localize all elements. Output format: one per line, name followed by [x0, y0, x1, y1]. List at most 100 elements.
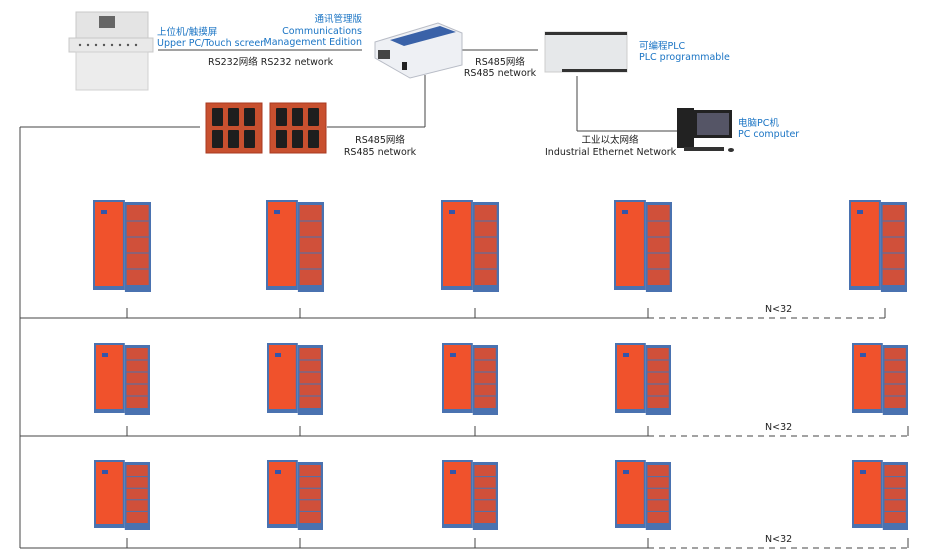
meter-panel-icon	[205, 102, 263, 154]
cabinet-door	[854, 345, 881, 409]
cabinet-logo	[102, 470, 108, 474]
cabinet-logo	[450, 353, 456, 357]
pc-keyboard	[684, 147, 724, 151]
rectifier-cabinet-icon	[615, 343, 671, 415]
cabinet-vent	[647, 205, 670, 285]
cabinet-door	[95, 202, 123, 286]
rs485-top-label-cn: RS485网络	[475, 57, 525, 68]
console-base	[75, 51, 149, 91]
ethernet-label-cn: 工业以太网络	[581, 135, 639, 146]
cabinet-door	[617, 462, 644, 524]
rectifier-cabinet-icon	[266, 200, 324, 292]
rectifier-cabinet-icon	[94, 460, 150, 530]
rectifier-cabinet-icon	[442, 343, 498, 415]
cabinet-vent	[474, 465, 496, 523]
cabinet-logo	[101, 210, 107, 214]
rs485-mid-label-en: RS485 network	[343, 147, 417, 158]
cabinet-vent	[474, 348, 496, 408]
meter-unit	[244, 108, 255, 126]
rectifier-cabinet-icon	[442, 460, 498, 530]
cabinet-vent	[474, 205, 497, 285]
rectifier-cabinet-icon	[852, 460, 908, 530]
ethernet-label-en: Industrial Ethernet Network	[545, 147, 677, 158]
upper-pc-label-en: Upper PC/Touch screen	[157, 38, 267, 49]
cabinet-logo	[274, 210, 280, 214]
console-button	[78, 43, 82, 47]
cabinet-logo	[450, 470, 456, 474]
console-button	[86, 43, 90, 47]
cabinet-logo	[857, 210, 863, 214]
rs485-mid-label-cn: RS485网络	[355, 135, 405, 146]
pc-label-en: PC computer	[738, 129, 800, 140]
plc-icon	[544, 31, 628, 73]
plc-top-terminal	[545, 32, 627, 35]
pc-computer-icon	[677, 108, 734, 152]
rectifier-cabinet-icon	[441, 200, 499, 292]
rectifier-cabinet-icon	[852, 343, 908, 415]
pc-label-cn: 电脑PC机	[738, 118, 779, 129]
cabinet-door	[268, 202, 296, 286]
cabinet-door	[96, 345, 123, 409]
rectifier-cabinet-icon	[94, 343, 150, 415]
upper-pc-label-cn: 上位机/触摸屏	[157, 27, 218, 38]
cabinet-logo	[860, 470, 866, 474]
cabinet-vent	[884, 465, 906, 523]
comm-board-label-en2: Management Edition	[263, 37, 362, 48]
console-button	[134, 43, 138, 47]
comm-board-stripe	[390, 26, 456, 46]
rectifier-cabinet-icon	[849, 200, 907, 292]
cabinet-vent	[882, 205, 905, 285]
comm-board-port	[378, 50, 390, 59]
cabinet-vent	[647, 465, 669, 523]
cabinet-vent	[647, 348, 669, 408]
meter-panel-icon	[269, 102, 327, 154]
cabinet-logo	[622, 210, 628, 214]
cabinet-logo	[449, 210, 455, 214]
pc-mouse	[728, 148, 734, 152]
meter-unit	[212, 130, 223, 148]
cabinet-door	[851, 202, 879, 286]
cabinet-door	[269, 345, 296, 409]
row1-count-label: N<32	[765, 304, 793, 315]
cabinet-door	[616, 202, 644, 286]
meter-unit	[292, 130, 303, 148]
rectifier-cabinet-icon	[93, 200, 151, 292]
cabinet-logo	[623, 470, 629, 474]
pc-tower	[677, 108, 694, 148]
cabinet-vent	[884, 348, 906, 408]
meter-unit	[276, 108, 287, 126]
cabinet-door	[444, 462, 471, 524]
meter-unit	[308, 130, 319, 148]
cabinet-door	[96, 462, 123, 524]
console-button	[126, 43, 130, 47]
row2-count-label: N<32	[765, 422, 793, 433]
meter-unit	[244, 130, 255, 148]
pc-screen	[697, 113, 729, 135]
plc-label-en: PLC programmable	[639, 52, 730, 63]
console-button	[94, 43, 98, 47]
rectifier-cabinet-icon	[615, 460, 671, 530]
comm-board-label-cn: 通讯管理版	[314, 14, 362, 25]
cabinet-vent	[299, 348, 321, 408]
upper-pc-console-icon	[68, 11, 154, 91]
cabinet-vent	[126, 348, 148, 408]
cabinet-door	[269, 462, 296, 524]
cabinet-door	[854, 462, 881, 524]
cabinet-logo	[860, 353, 866, 357]
cabinet-logo	[623, 353, 629, 357]
meter-unit	[228, 130, 239, 148]
comm-board-label-en1: Communications	[282, 26, 362, 37]
cabinet-door	[617, 345, 644, 409]
rectifier-cabinet-icon	[267, 343, 323, 415]
cabinet-logo	[275, 470, 281, 474]
console-screen	[99, 16, 115, 28]
meter-unit	[212, 108, 223, 126]
rs485-top-label-en: RS485 network	[463, 68, 537, 79]
rectifier-cabinet-icon	[267, 460, 323, 530]
plc-body	[544, 31, 628, 73]
rectifier-cabinet-icon	[614, 200, 672, 292]
meter-unit	[228, 108, 239, 126]
cabinet-vent	[126, 465, 148, 523]
comm-board-power	[402, 62, 407, 70]
